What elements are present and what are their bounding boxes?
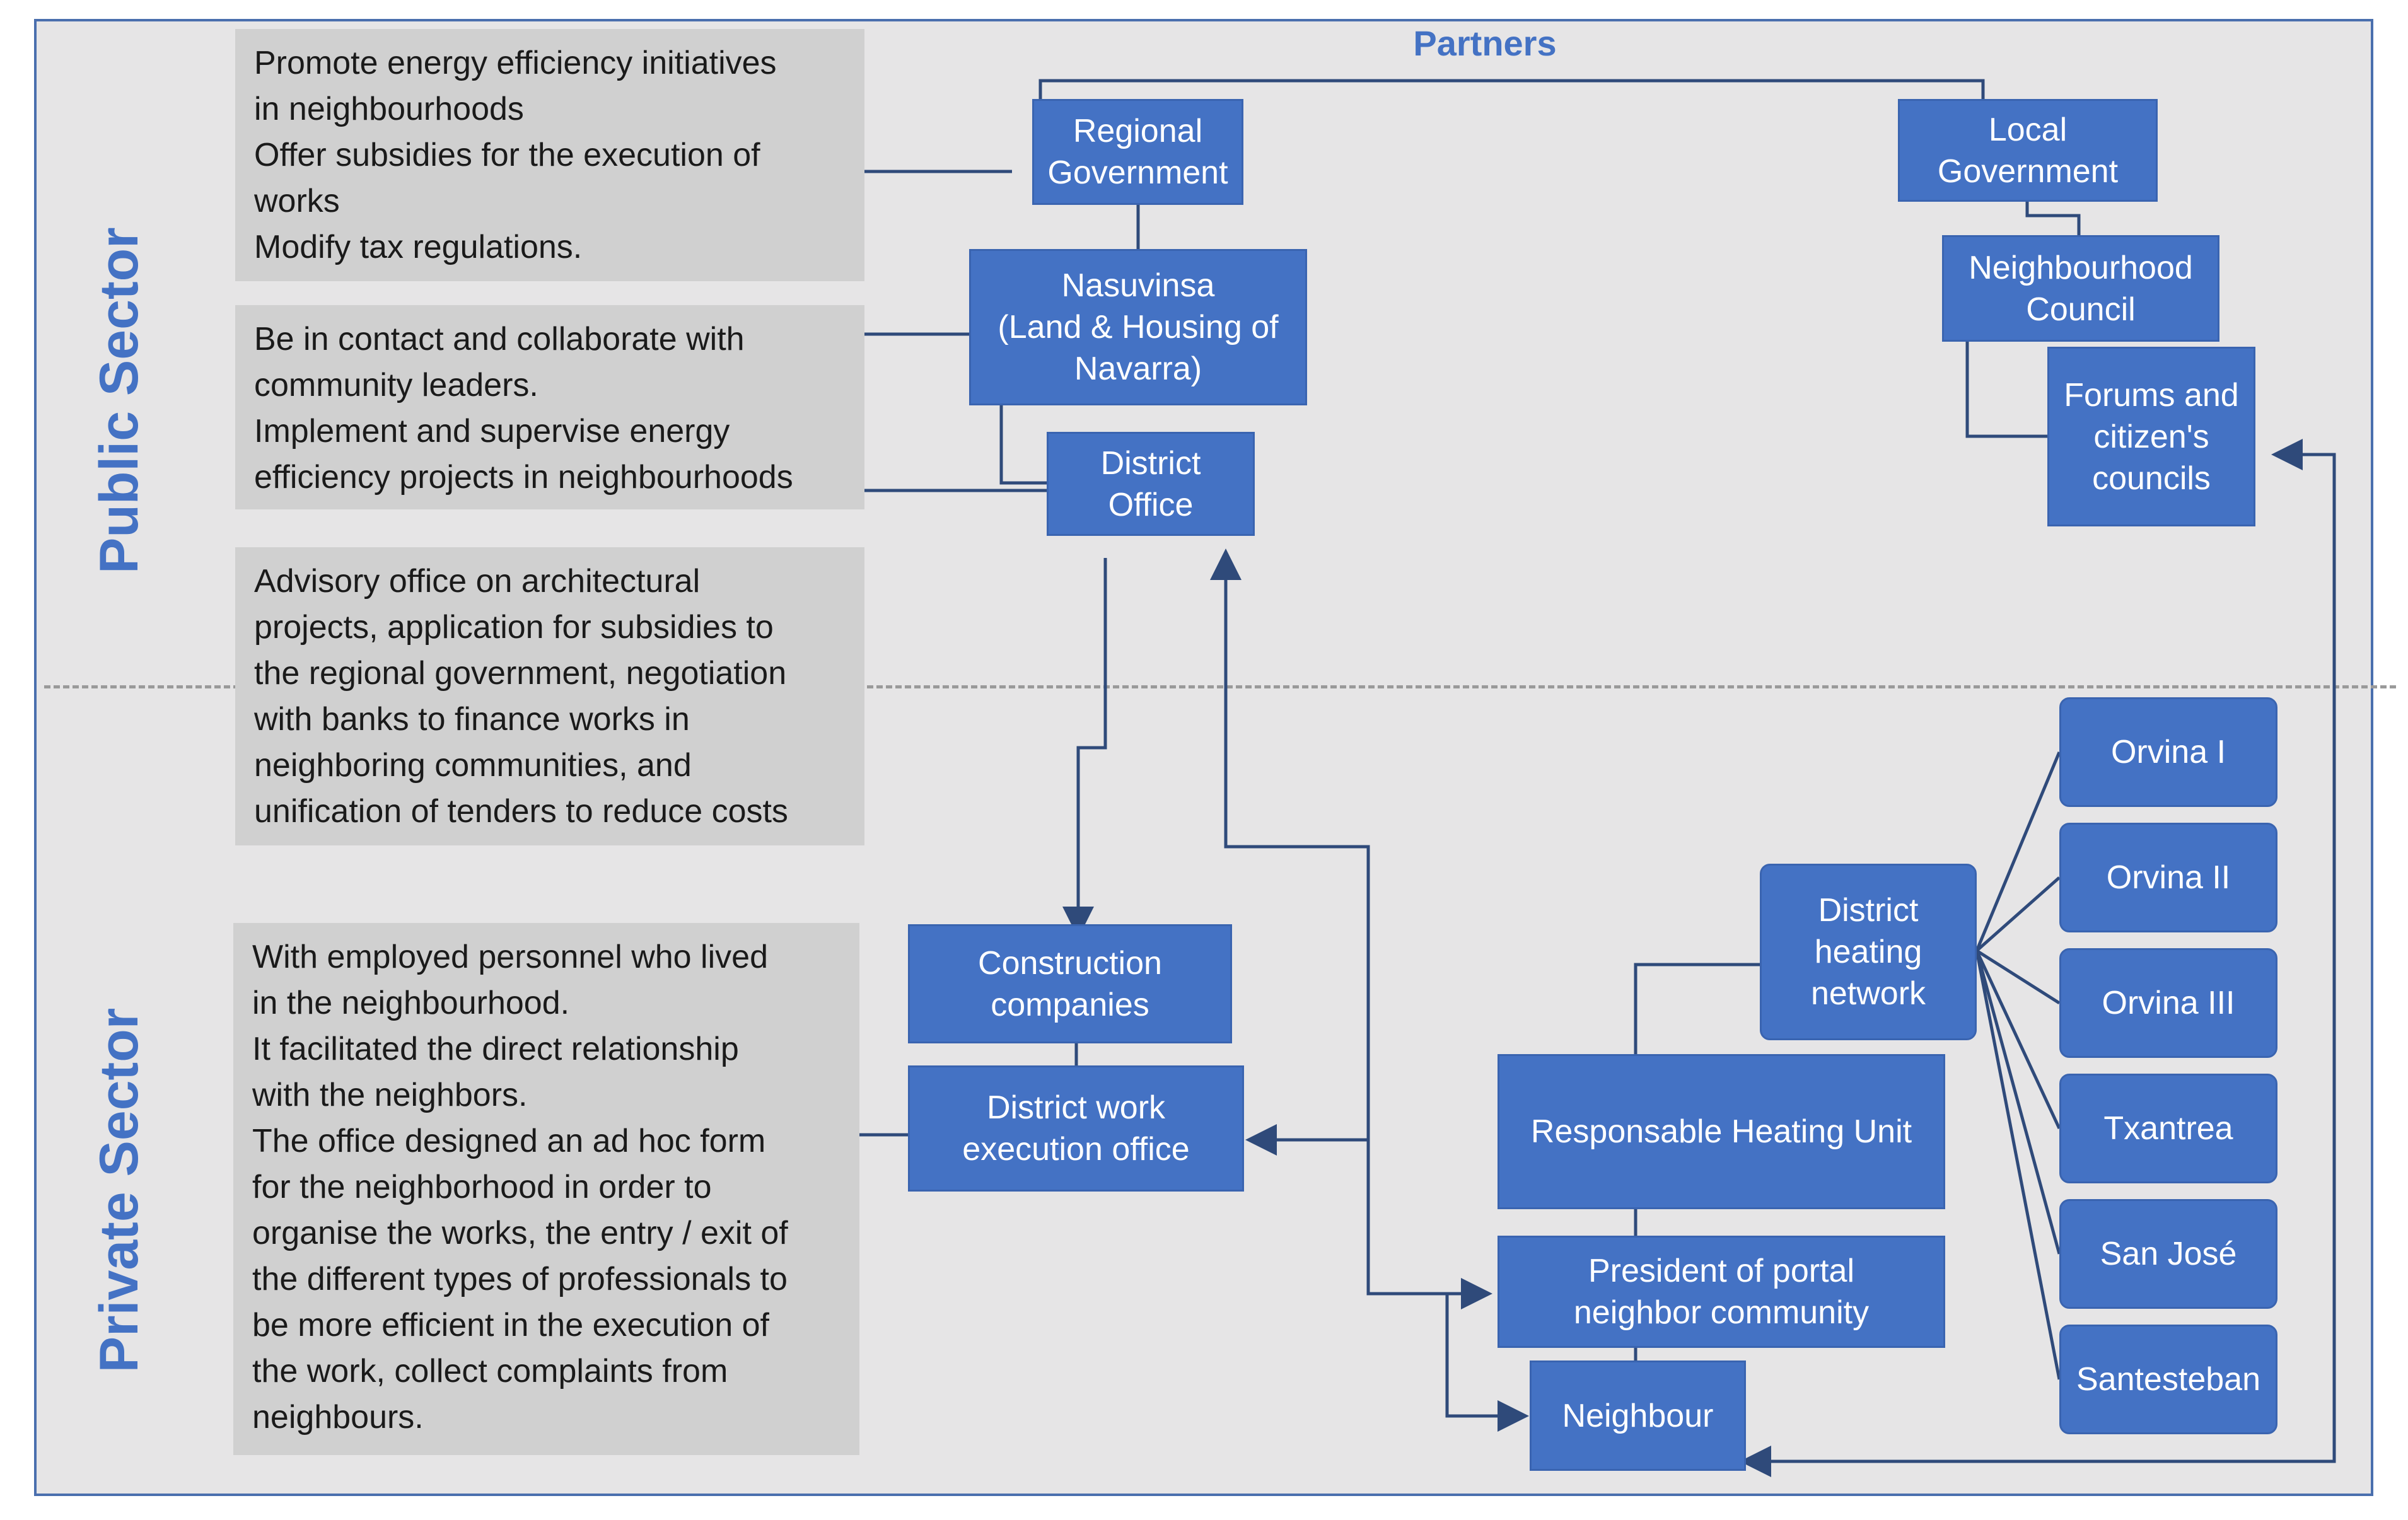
note-nasuvinsa: Be in contact and collaborate with commun… [235,305,864,509]
president-box: President of portal neighbor community [1498,1236,1945,1348]
forums-box: Forums and citizen's councils [2047,347,2255,526]
box-label-line: citizen's [2093,418,2209,455]
box-label-line: District [1100,444,1201,482]
box-label-line: Forums and [2064,376,2239,414]
note-line: Be in contact and collaborate with [254,321,745,357]
fan-san-jose [1975,950,2061,1255]
box-label-line: Government [1047,154,1228,191]
note-line: in the neighbourhood. [252,985,570,1021]
box-label-line: District [1818,892,1919,929]
orvina-i-box: Orvina I [2059,697,2277,807]
box-label-line: Txantrea [2103,1110,2233,1147]
box-label-line: Neighbour [1562,1397,1714,1434]
note-district-work: With employed personnel who lived in the … [233,923,859,1455]
fan-orvina3 [1975,949,2061,1005]
txantrea-box: Txantrea [2059,1074,2277,1183]
note-line: the work, collect complaints from [252,1353,728,1389]
box-label-line: District work [986,1089,1166,1126]
box-label-line: Government [1937,153,2119,190]
note-advisory: Advisory office on architectural projects… [235,547,864,845]
district-work-office-box: District work execution office [908,1065,1244,1192]
fan-txantrea [1975,949,2061,1130]
box-label-line: Neighbourhood [1969,249,2193,286]
arrow-to-president [1366,1140,1492,1309]
orvina-iii-box: Orvina III [2059,948,2277,1058]
note-line: with the neighbors. [252,1077,528,1113]
box-label-line: Construction [978,944,1162,982]
note-line: neighbours. [252,1399,424,1436]
box-label-line: network [1810,975,1926,1012]
box-label-line: councils [2092,460,2211,497]
arrow-district-construction [1062,558,1107,938]
box-label-line: Santesteban [2076,1361,2261,1398]
sector-divider [44,685,2396,688]
note-line: community leaders. [254,367,538,403]
note-line: Advisory office on architectural [254,563,701,600]
box-label-line: President of portal [1588,1253,1855,1289]
box-label-line: companies [991,986,1149,1023]
arrow-to-neighbour [1445,1294,1529,1432]
nasuvinsa-box: Nasuvinsa (Land & Housing of Navarra) [969,249,1307,405]
box-label-line: Nasuvinsa [1061,267,1215,304]
santesteban-box: Santesteban [2059,1325,2277,1434]
note-line: efficiency projects in neighbourhoods [254,459,793,496]
box-label-line: (Land & Housing of [998,309,1279,345]
note-line: Implement and supervise energy [254,413,730,450]
box-label-line: Orvina I [2110,734,2226,770]
note-line: The office designed an ad hoc form [252,1123,766,1159]
partners-bracket [1038,79,1985,99]
note-line: Promote energy efficiency initiatives [254,45,777,81]
san-jose-box: San José [2059,1199,2277,1309]
line-local-council [2025,202,2081,235]
note-line: projects, application for subsidies to [254,609,774,646]
box-label-line: Regional [1073,113,1203,149]
note-line: unification of tenders to reduce costs [254,793,788,830]
fan-santesteban [1975,950,2061,1380]
note-line: the regional government, negotiation [254,655,787,692]
orvina-ii-box: Orvina II [2059,823,2277,932]
box-label-line: Navarra) [1074,351,1202,387]
fan-orvina2 [1975,876,2061,952]
note-line: neighboring communities, and [254,747,692,784]
note-line: the different types of professionals to [252,1261,788,1297]
box-label-line: Council [2026,291,2136,328]
box-label-line: heating [1814,934,1922,970]
note-line: With employed personnel who lived [252,939,768,975]
construction-companies-box: Construction companies [908,924,1232,1043]
note-line: Offer subsidies for the execution of [254,137,760,173]
fan-orvina1 [1975,751,2061,951]
neighbour-box: Neighbour [1530,1360,1746,1471]
box-label-line: Orvina II [2106,859,2231,896]
line-heating-network [1634,963,1760,1054]
note-line: in neighbourhoods [254,91,524,127]
line-council-forums [1965,342,2047,438]
note-line: organise the works, the entry / exit of [252,1215,788,1251]
box-label-line: Responsable Heating Unit [1530,1113,1912,1150]
box-label-line: Local [1988,111,2068,148]
box-label-line: Office [1108,486,1194,523]
line-nasuvinsa-district [999,405,1047,485]
note-line: for the neighborhood in order to [252,1169,712,1205]
note-line: It facilitated the direct relationship [252,1031,739,1067]
box-label-line: San José [2100,1236,2237,1272]
note-line: works [254,183,340,219]
arrow-to-district-office [1210,548,1370,1140]
box-label-line: Orvina III [2102,985,2235,1021]
note-regional: Promote energy efficiency initiatives in … [235,29,864,281]
arrow-to-forums [1746,439,2336,1463]
district-heating-network-box: District heating network [1760,864,1977,1040]
responsable-heating-unit-box: Responsable Heating Unit [1498,1054,1945,1209]
box-label-line: neighbor community [1573,1294,1870,1331]
note-line: be more efficient in the execution of [252,1307,769,1343]
box-label-line: execution office [962,1131,1190,1168]
note-line: with banks to finance works in [254,701,690,738]
partners-label: Partners [1413,23,1557,63]
note-line: Modify tax regulations. [254,229,583,265]
